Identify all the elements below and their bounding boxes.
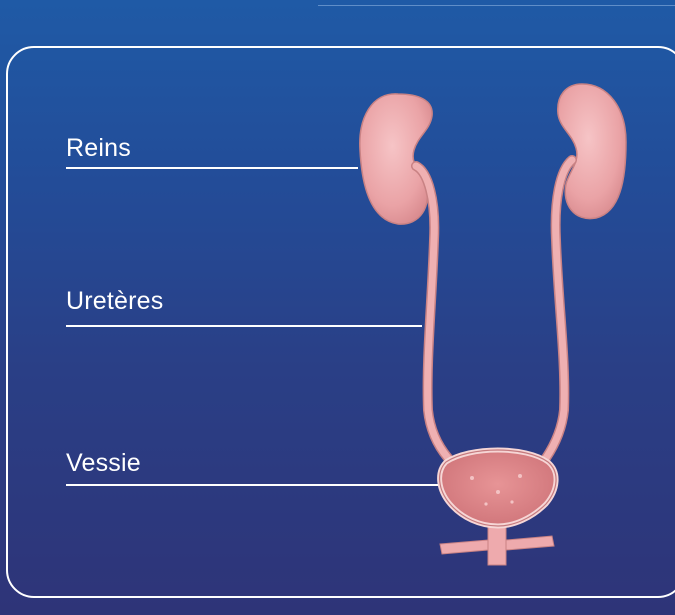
left-kidney: [360, 94, 432, 224]
right-kidney: [558, 84, 626, 219]
leader-line-ureters: [66, 325, 422, 327]
leader-line-bladder: [66, 484, 438, 486]
label-ureters: Uretères: [66, 289, 163, 314]
bladder: [440, 450, 556, 526]
label-kidneys: Reins: [66, 136, 131, 161]
leader-line-kidneys: [66, 167, 358, 169]
label-bladder: Vessie: [66, 451, 141, 476]
